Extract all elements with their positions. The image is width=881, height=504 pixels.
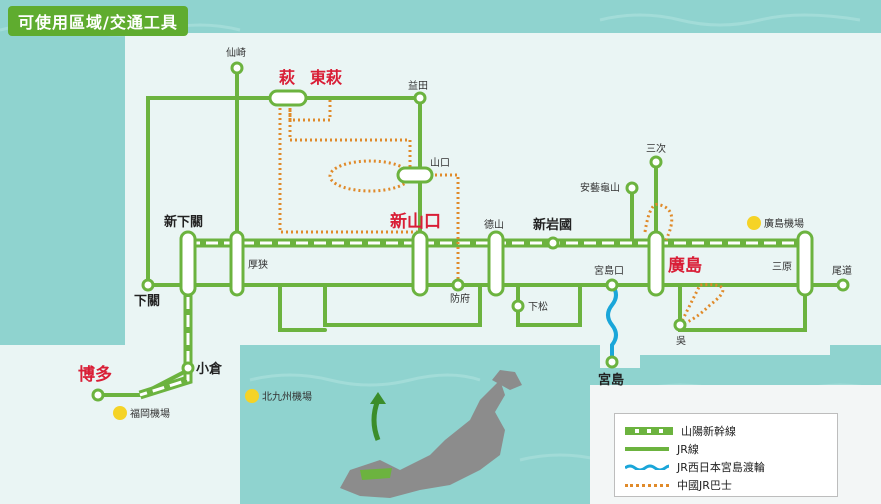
legend-label-shinkansen: 山陽新幹線 xyxy=(681,425,736,438)
label-shimonoseki: 下關 xyxy=(134,294,160,309)
label-kitakyushu-airport: 北九州機場 xyxy=(262,390,312,403)
jr-line-swatch-icon xyxy=(625,447,669,451)
legend-item-shinkansen: 山陽新幹線 xyxy=(625,423,736,439)
label-fukuoka-airport: 福岡機場 xyxy=(130,407,170,420)
legend-label-bus: 中國JR巴士 xyxy=(677,479,732,492)
legend-label-jr-line: JR線 xyxy=(677,443,699,456)
shinkansen-swatch-icon xyxy=(625,427,673,435)
label-onomichi: 尾道 xyxy=(832,264,852,277)
label-mihara: 三原 xyxy=(772,261,792,273)
legend-item-ferry: JR西日本宮島渡輪 xyxy=(625,459,765,475)
station-dots xyxy=(91,61,850,402)
label-shin-yamaguchi: 新山口 xyxy=(390,211,441,232)
label-miyoshi: 三次 xyxy=(646,142,666,155)
page-title: 可使用區域/交通工具 xyxy=(8,6,188,36)
label-shin-shimonoseki: 新下關 xyxy=(164,214,203,230)
label-hakata: 博多 xyxy=(78,364,112,385)
bus-swatch-icon xyxy=(625,483,669,487)
label-kure: 吳 xyxy=(676,335,686,347)
legend-item-bus: 中國JR巴士 xyxy=(625,477,732,493)
ferry-line xyxy=(606,283,618,362)
label-hiroshima-airport: 廣島機場 xyxy=(764,217,804,230)
label-shimomatsu: 下松 xyxy=(528,300,548,313)
legend-label-ferry: JR西日本宮島渡輪 xyxy=(677,461,765,474)
label-hagi: 萩 xyxy=(278,68,295,87)
label-senzaki: 仙崎 xyxy=(226,46,246,59)
label-kokura: 小倉 xyxy=(196,361,223,377)
airport-icons xyxy=(113,216,761,420)
label-higashi-hagi: 東萩 xyxy=(310,68,342,87)
label-tokuyama: 德山 xyxy=(484,218,504,231)
label-asa: 厚狭 xyxy=(248,258,268,271)
label-aki-kameyama: 安藝龜山 xyxy=(580,181,620,194)
label-miyajimaguchi: 宮島口 xyxy=(594,264,624,277)
jr-line-kure xyxy=(678,283,807,332)
label-hiroshima: 廣島 xyxy=(668,255,702,276)
japan-inset-map xyxy=(340,370,522,498)
station-capsules xyxy=(179,89,814,297)
legend-item-jr-line: JR線 xyxy=(625,441,699,457)
ferry-swatch-icon xyxy=(625,464,669,470)
label-yamaguchi: 山口 xyxy=(430,157,450,169)
jr-line-branch2 xyxy=(323,283,482,327)
label-shin-iwakuni: 新岩國 xyxy=(533,217,572,233)
label-bofu: 防府 xyxy=(450,292,470,305)
label-masuda: 益田 xyxy=(408,79,428,92)
label-miyajima: 宮島 xyxy=(598,372,624,388)
legend: 山陽新幹線 JR線 JR西日本宮島渡輪 中國JR巴士 xyxy=(614,413,838,497)
jr-line-branch1 xyxy=(278,283,327,332)
